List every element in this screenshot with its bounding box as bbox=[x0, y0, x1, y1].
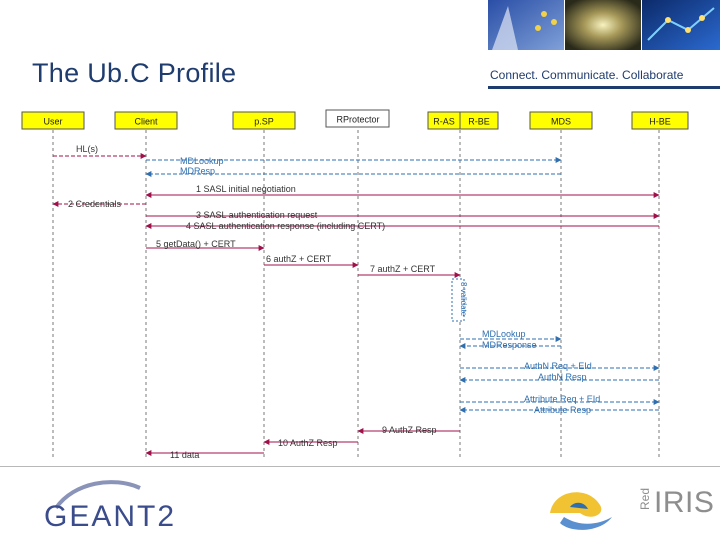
actor-label: H-BE bbox=[649, 117, 671, 127]
msg-mdresp: MDResp bbox=[180, 166, 215, 176]
header-photo-strip bbox=[488, 0, 720, 50]
msg-authz-resp-10: 10 AuthZ Resp bbox=[278, 438, 338, 448]
actor-label: MDS bbox=[551, 117, 571, 127]
msg-mdresponse: MDResponse bbox=[482, 340, 537, 350]
msg-sasl-initial: 1 SASL initial negotiation bbox=[196, 184, 296, 194]
actor-label: R-BE bbox=[468, 117, 490, 127]
msg-data: 11 data bbox=[170, 450, 199, 460]
msg-getdata: 5 getData() + CERT bbox=[156, 239, 236, 249]
actor-label: Client bbox=[134, 117, 158, 127]
msg-credentials: 2 Credentials bbox=[68, 199, 122, 209]
sequence-diagram: User Client p.SP RProtector R-AS R-BE MD… bbox=[21, 109, 689, 460]
msg-authz-7: 7 authZ + CERT bbox=[370, 264, 436, 274]
actor-client: Client bbox=[114, 111, 178, 130]
rediris-red-text: Red bbox=[638, 488, 652, 511]
header-rule bbox=[488, 86, 720, 89]
actor-label: p.SP bbox=[254, 117, 274, 127]
msg-sasl-auth-response: 4 SASL authentication response (includin… bbox=[186, 221, 385, 231]
actor-label: RProtector bbox=[336, 115, 379, 125]
msg-mdlookup-2: MDLookup bbox=[482, 329, 526, 339]
geant2-logo: GEANT2 bbox=[44, 480, 176, 533]
actor-mds: MDS bbox=[529, 111, 593, 130]
actor-psp: p.SP bbox=[232, 111, 296, 130]
msg-validate: 8 validate bbox=[459, 282, 468, 317]
msg-authz-6: 6 authZ + CERT bbox=[266, 254, 332, 264]
msg-authn-req: AuthN Req + EId bbox=[524, 361, 592, 371]
tagline: Connect. Communicate. Collaborate bbox=[490, 68, 684, 82]
msg-authz-resp-9: 9 AuthZ Resp bbox=[382, 425, 437, 435]
msg-hls: HL(s) bbox=[76, 144, 98, 154]
actor-user: User bbox=[21, 111, 85, 130]
actor-hbe: H-BE bbox=[631, 111, 689, 130]
msg-authn-resp: AuthN Resp bbox=[538, 372, 587, 382]
actor-ras: R-AS bbox=[427, 111, 461, 130]
rediris-iris-text: IRIS bbox=[654, 486, 715, 519]
lifelines bbox=[52, 130, 660, 460]
svg-text:GEANT2: GEANT2 bbox=[44, 500, 176, 533]
msg-attribute-resp: Attribute Resp bbox=[534, 405, 591, 415]
actor-rbe: R-BE bbox=[459, 111, 499, 130]
actor-rprotector: RProtector bbox=[325, 109, 390, 128]
actor-label: User bbox=[43, 117, 62, 127]
footer-rule bbox=[0, 466, 720, 467]
swirl-logo bbox=[550, 492, 612, 530]
msg-mdlookup: MDLookup bbox=[180, 156, 224, 166]
actor-label: R-AS bbox=[433, 117, 455, 127]
msg-attribute-req: Attribute Req + EId bbox=[524, 394, 600, 404]
page-title: The Ub.C Profile bbox=[32, 58, 237, 88]
msg-sasl-auth-request: 3 SASL authentication request bbox=[196, 210, 318, 220]
